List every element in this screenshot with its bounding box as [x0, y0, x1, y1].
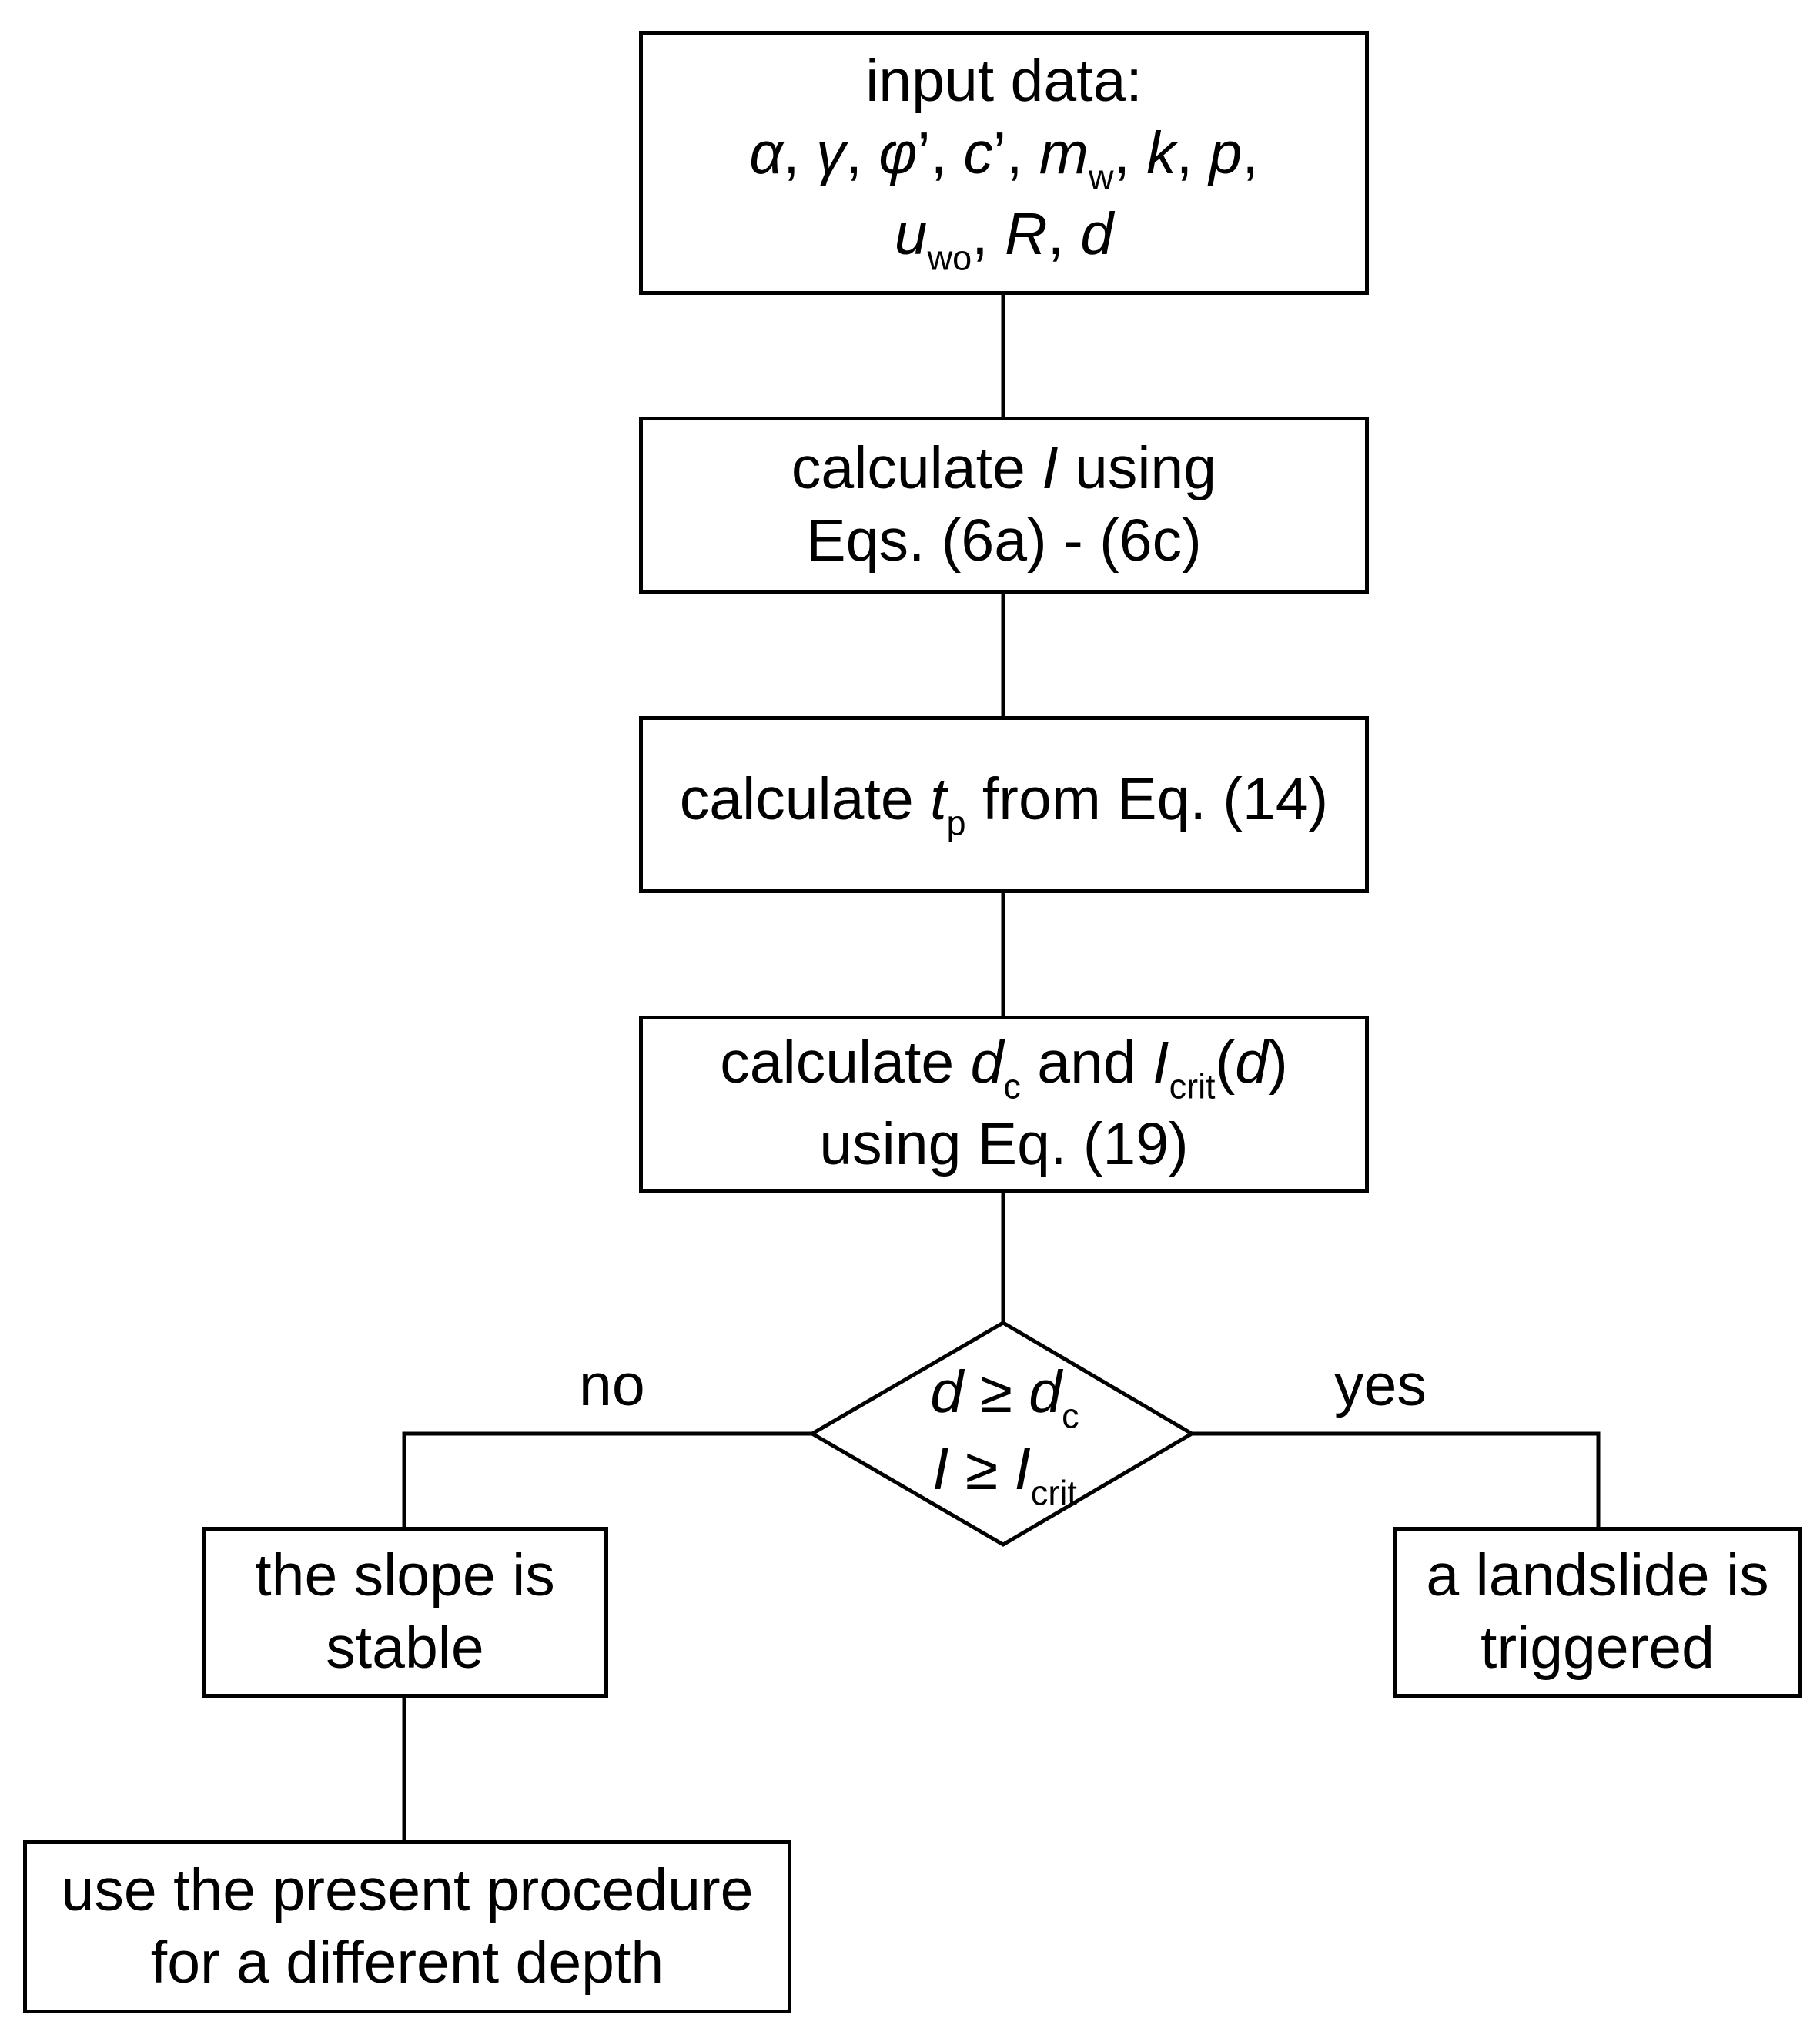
calculate-I-box: calculate I using Eqs. (6a) - (6c) — [639, 417, 1369, 594]
stable-line2: stable — [326, 1615, 484, 1681]
calculate-I-line1: calculate I using — [791, 435, 1217, 502]
input-data-parameters-line2: uwo, R, d — [894, 201, 1114, 278]
branch-label-yes: yes — [1334, 1352, 1427, 1418]
branch-label-no: no — [579, 1352, 645, 1418]
landslide-box: a landslide is triggered — [1393, 1527, 1802, 1698]
input-data-title: input data: — [865, 48, 1143, 115]
decision-diamond — [808, 1320, 1196, 1547]
input-data-box: input data: α, γ, φ’, c’, mw, k, p, uwo,… — [639, 31, 1369, 295]
calculate-I-line2: Eqs. (6a) - (6c) — [806, 507, 1202, 574]
decision-condition: d ≥ dc I ≥ Icrit — [874, 1359, 1136, 1512]
calculate-tp-box: calculate tp from Eq. (14) — [639, 716, 1369, 893]
calculate-tp-text: calculate tp from Eq. (14) — [679, 766, 1329, 843]
landslide-line1: a landslide is — [1426, 1542, 1769, 1609]
decision-condition-depth: d ≥ dc — [930, 1359, 1079, 1436]
repeat-procedure-box: use the present procedure for a differen… — [23, 1840, 791, 2013]
repeat-line1: use the present procedure — [61, 1856, 754, 1923]
connector-yes-branch — [1192, 1431, 1601, 1527]
decision-condition-intensity: I ≥ Icrit — [932, 1435, 1077, 1512]
calculate-dc-line1: calculate dc and Icrit(d) — [720, 1029, 1288, 1106]
landslide-line2: triggered — [1480, 1615, 1715, 1681]
connector-no-branch — [402, 1431, 812, 1527]
stable-line1: the slope is — [255, 1542, 555, 1609]
stable-box: the slope is stable — [202, 1527, 608, 1698]
calculate-dc-line2: using Eq. (19) — [819, 1110, 1189, 1177]
repeat-line2: for a different depth — [150, 1929, 664, 1996]
calculate-dc-box: calculate dc and Icrit(d) using Eq. (19) — [639, 1016, 1369, 1193]
input-data-parameters-line1: α, γ, φ’, c’, mw, k, p, — [749, 120, 1259, 197]
